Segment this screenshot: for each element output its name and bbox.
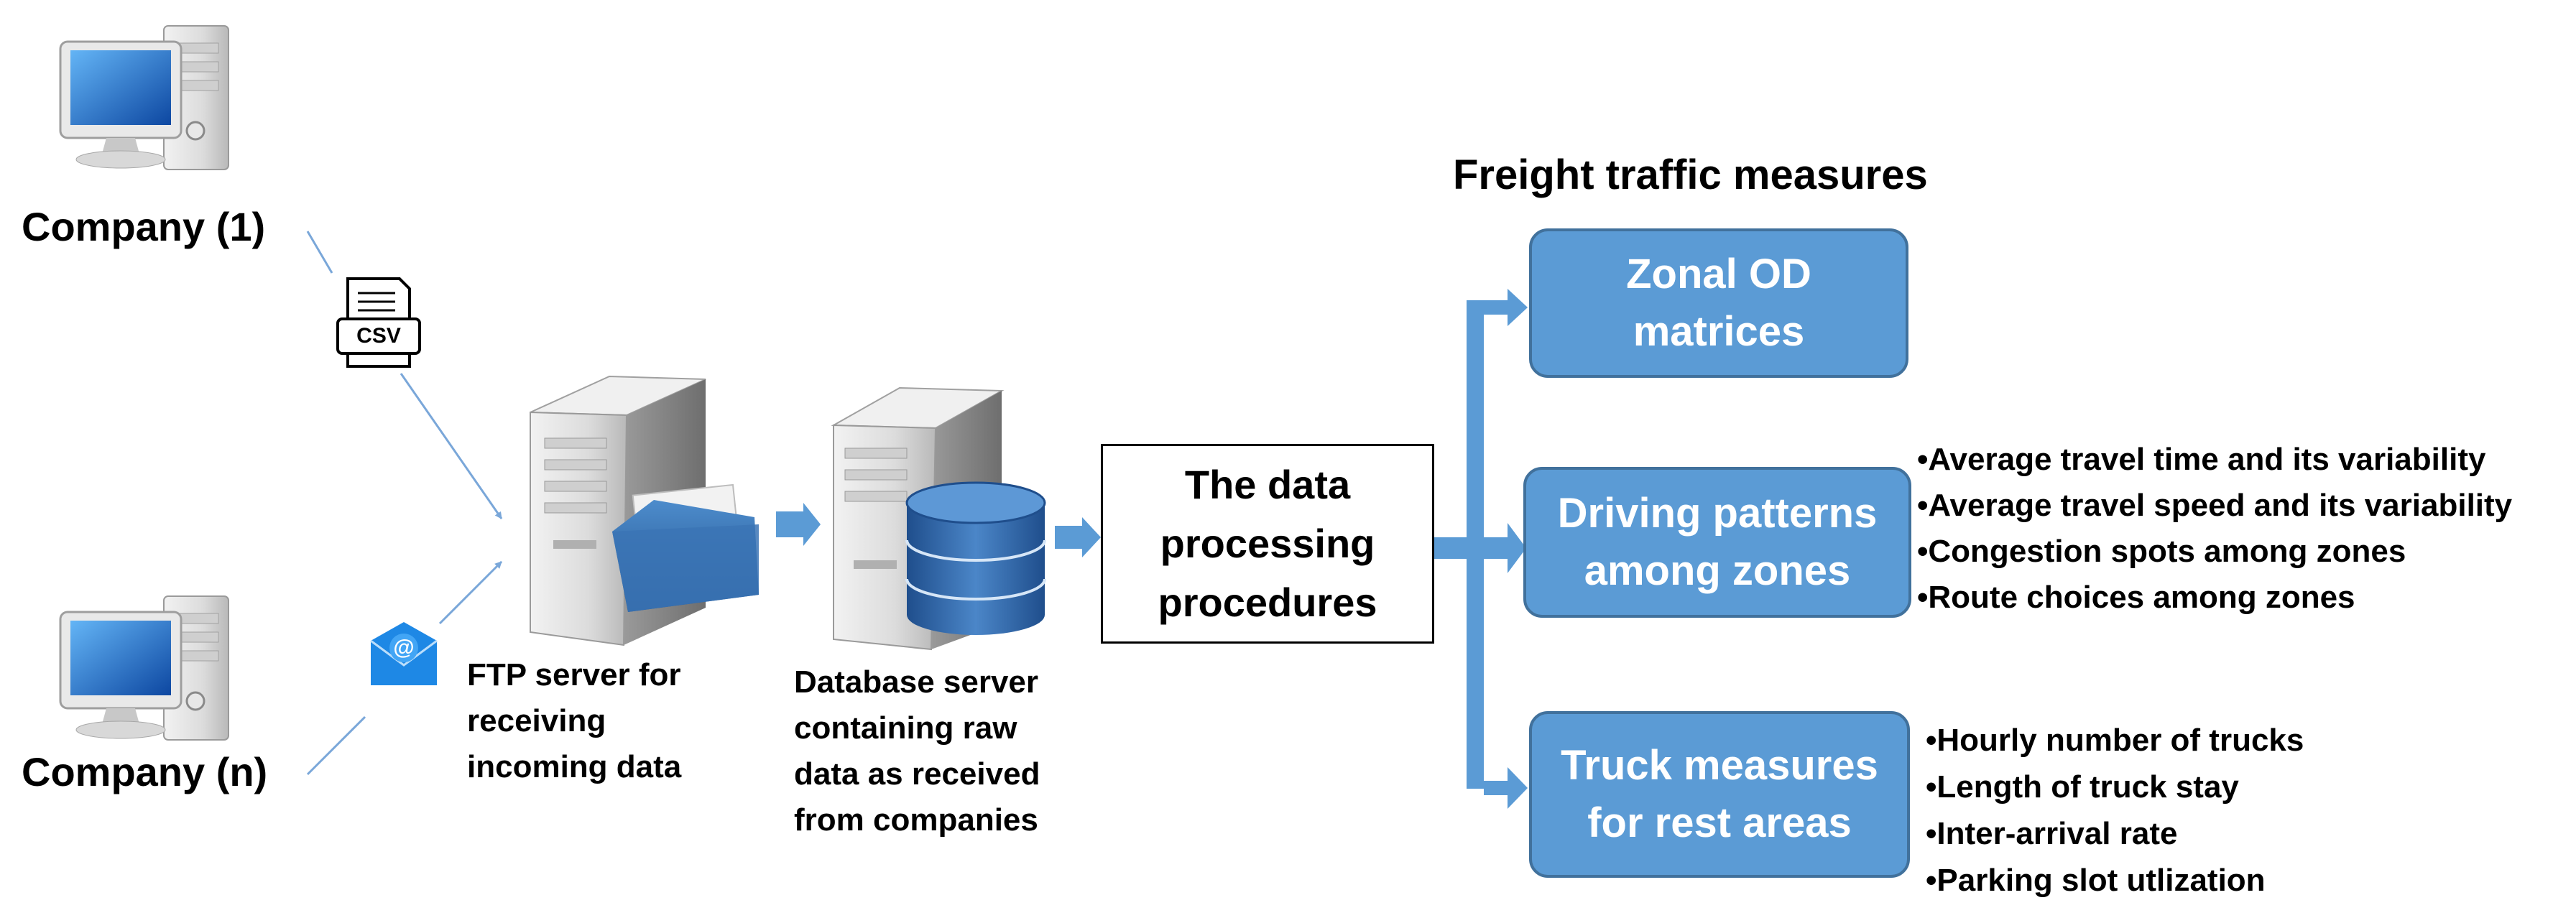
db-server-label: Database server containing raw data as r… bbox=[794, 664, 1040, 838]
bullet-item: Length of truck stay bbox=[1926, 764, 2304, 810]
freight-measures-heading: Freight traffic measures bbox=[1453, 152, 1928, 198]
bullet-item: Route choices among zones bbox=[1917, 575, 2512, 621]
computer-icon-company-n bbox=[59, 595, 229, 741]
driving-patterns-bullets: Average travel time and its variability … bbox=[1917, 437, 2512, 621]
processing-procedures-box: The data processing procedures bbox=[1101, 444, 1434, 644]
connector-csv-to-ftp bbox=[400, 373, 503, 519]
arrow-db-to-processing bbox=[1055, 517, 1101, 557]
arrow-ftp-to-db bbox=[776, 503, 821, 546]
arrow-to-zonal-od bbox=[1484, 289, 1528, 326]
connector-email-to-ftp bbox=[438, 560, 503, 625]
ftp-server-folder-icon bbox=[530, 375, 759, 646]
csv-file-text: CSV bbox=[356, 324, 401, 348]
bullet-item: Hourly number of trucks bbox=[1926, 717, 2304, 764]
zonal-od-matrices-box: Zonal OD matrices bbox=[1529, 228, 1908, 378]
company-n-label: Company (n) bbox=[22, 749, 268, 794]
company-1-label: Company (1) bbox=[22, 204, 266, 249]
branch-stem bbox=[1434, 537, 1467, 559]
email-icon bbox=[370, 622, 438, 685]
connector-companyn-to-email bbox=[306, 715, 366, 776]
bullet-item: Average travel time and its variability bbox=[1917, 437, 2512, 483]
driving-patterns-box: Driving patterns among zones bbox=[1523, 467, 1911, 618]
connector-company1-to-ftp bbox=[306, 231, 333, 274]
arrow-to-truck-measures bbox=[1484, 767, 1528, 809]
ftp-server-label: FTP server for receiving incoming data bbox=[467, 657, 682, 784]
bullet-item: Average travel speed and its variability bbox=[1917, 483, 2512, 529]
arrow-to-driving-patterns bbox=[1484, 523, 1526, 573]
truck-measures-box: Truck measures for rest areas bbox=[1529, 711, 1910, 878]
bullet-item: Congestion spots among zones bbox=[1917, 529, 2512, 575]
branch-trunk bbox=[1467, 300, 1484, 789]
truck-measures-bullets: Hourly number of trucks Length of truck … bbox=[1926, 717, 2304, 904]
bullet-item: Inter-arrival rate bbox=[1926, 810, 2304, 857]
computer-icon-company-1 bbox=[59, 25, 229, 170]
database-server-icon bbox=[831, 386, 1046, 651]
email-at-symbol: @ bbox=[393, 636, 415, 659]
csv-file-icon bbox=[336, 277, 421, 368]
bullet-item: Parking slot utlization bbox=[1926, 857, 2304, 904]
